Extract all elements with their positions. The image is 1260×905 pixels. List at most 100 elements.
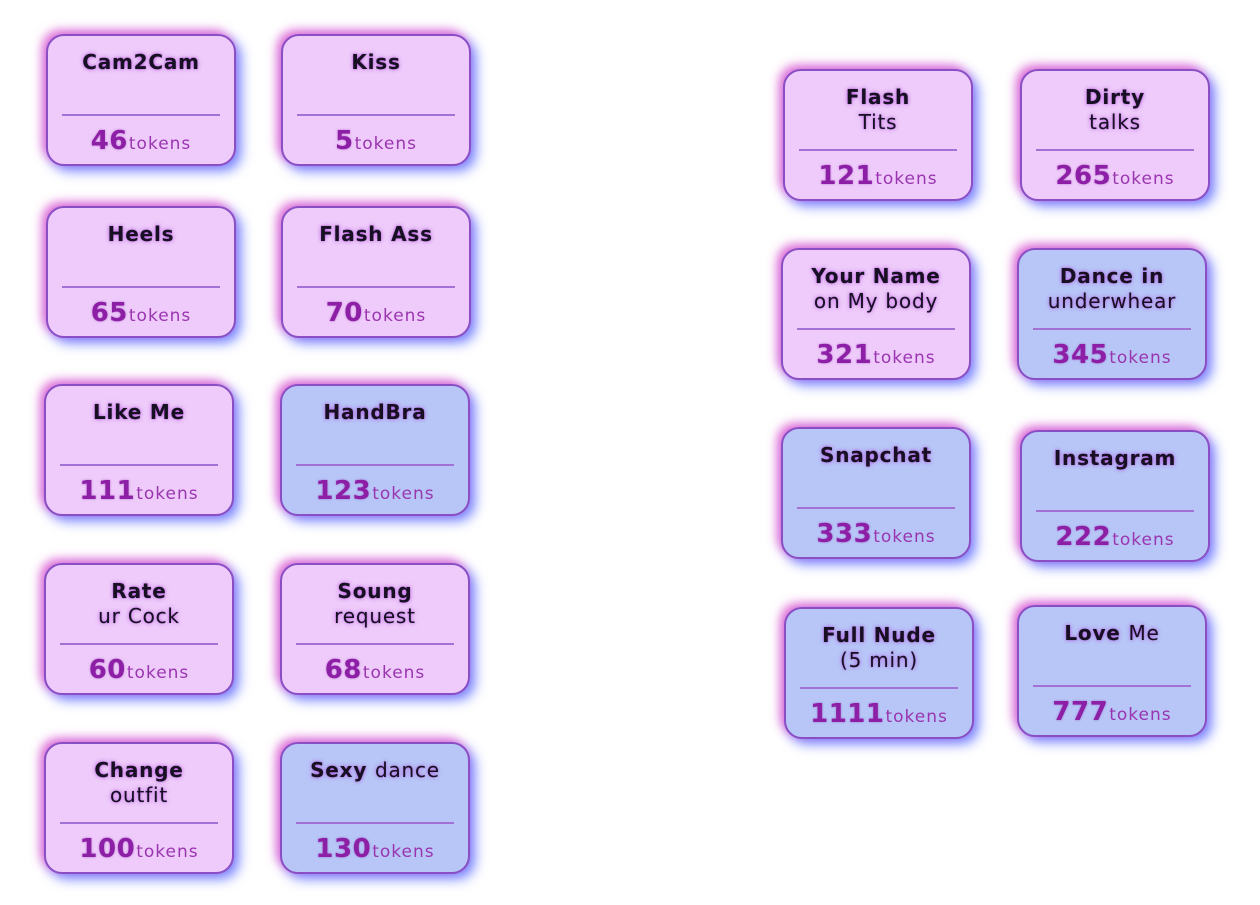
token-unit: tokens	[1112, 169, 1175, 189]
token-unit: tokens	[128, 134, 192, 154]
divider	[62, 286, 220, 288]
item-price: 68tokens	[282, 655, 468, 685]
item-price: 121tokens	[785, 161, 971, 191]
token-amount: 123	[315, 476, 372, 506]
item-price: 130tokens	[282, 834, 468, 864]
item-name: Flash Ass	[319, 222, 433, 246]
item-name: Cam2Cam	[82, 50, 200, 74]
token-amount: 777	[1052, 697, 1109, 727]
item-price: 265tokens	[1022, 161, 1208, 191]
item-price: 321tokens	[783, 340, 969, 370]
item-price: 1111tokens	[786, 699, 972, 729]
token-amount: 321	[816, 340, 873, 370]
token-unit: tokens	[1109, 348, 1172, 368]
token-unit: tokens	[885, 707, 948, 727]
item-name: HandBra	[323, 400, 427, 424]
token-unit: tokens	[363, 306, 427, 326]
token-unit: tokens	[136, 484, 199, 504]
token-amount: 5	[335, 126, 354, 156]
tip-card-instagram[interactable]: Instagram 222tokens	[1020, 430, 1210, 562]
item-name: Full Nude(5 min)	[822, 623, 936, 672]
divider	[1036, 149, 1194, 151]
divider	[297, 114, 455, 116]
token-amount: 130	[315, 834, 372, 864]
token-amount: 121	[818, 161, 875, 191]
item-price: 100tokens	[46, 834, 232, 864]
tip-card-heels[interactable]: Heels 65tokens	[46, 206, 236, 338]
token-amount: 222	[1055, 522, 1112, 552]
token-unit: tokens	[362, 663, 426, 683]
token-unit: tokens	[354, 134, 417, 154]
divider	[60, 464, 218, 466]
divider	[1036, 510, 1194, 512]
token-amount: 65	[90, 298, 128, 328]
item-price: 70tokens	[283, 298, 469, 328]
tip-card-handbra[interactable]: HandBra 123tokens	[280, 384, 470, 516]
token-amount: 1111	[810, 699, 885, 729]
token-amount: 345	[1052, 340, 1109, 370]
tip-card-kiss[interactable]: Kiss 5tokens	[281, 34, 471, 166]
tip-card-flash-ass[interactable]: Flash Ass 70tokens	[281, 206, 471, 338]
tip-card-sexy-dance[interactable]: Sexy dance 130tokens	[280, 742, 470, 874]
token-unit: tokens	[372, 842, 435, 862]
tip-card-full-nude[interactable]: Full Nude(5 min) 1111tokens	[784, 607, 974, 739]
token-unit: tokens	[128, 306, 192, 326]
item-price: 46tokens	[48, 126, 234, 156]
tip-card-like-me[interactable]: Like Me 111tokens	[44, 384, 234, 516]
item-name: Instagram	[1053, 446, 1177, 470]
divider	[800, 687, 958, 689]
tip-card-snapchat[interactable]: Snapchat 333tokens	[781, 427, 971, 559]
item-price: 65tokens	[48, 298, 234, 328]
item-name: Sexy dance	[310, 758, 440, 782]
token-amount: 68	[324, 655, 362, 685]
token-amount: 46	[90, 126, 128, 156]
tip-card-cam2cam[interactable]: Cam2Cam 46tokens	[46, 34, 236, 166]
token-amount: 100	[79, 834, 136, 864]
divider	[62, 114, 220, 116]
item-price: 222tokens	[1022, 522, 1208, 552]
divider	[797, 507, 955, 509]
token-unit: tokens	[873, 348, 936, 368]
token-unit: tokens	[1109, 705, 1172, 725]
divider	[1033, 685, 1191, 687]
token-unit: tokens	[372, 484, 435, 504]
divider	[296, 822, 454, 824]
token-amount: 333	[816, 519, 873, 549]
token-unit: tokens	[875, 169, 938, 189]
tip-card-love-me[interactable]: Love Me 777tokens	[1017, 605, 1207, 737]
token-unit: tokens	[136, 842, 199, 862]
divider	[60, 822, 218, 824]
item-price: 777tokens	[1019, 697, 1205, 727]
divider	[296, 464, 454, 466]
divider	[799, 149, 957, 151]
divider	[60, 643, 218, 645]
token-amount: 70	[325, 298, 363, 328]
token-amount: 60	[88, 655, 126, 685]
item-name: Like Me	[93, 400, 185, 424]
item-price: 333tokens	[783, 519, 969, 549]
item-price: 345tokens	[1019, 340, 1205, 370]
token-unit: tokens	[1112, 530, 1175, 550]
item-name: Love Me	[1064, 621, 1160, 645]
divider	[296, 643, 454, 645]
divider	[797, 328, 955, 330]
item-price: 111tokens	[46, 476, 232, 506]
divider	[1033, 328, 1191, 330]
item-name: Snapchat	[819, 443, 932, 467]
token-unit: tokens	[126, 663, 190, 683]
divider	[297, 286, 455, 288]
